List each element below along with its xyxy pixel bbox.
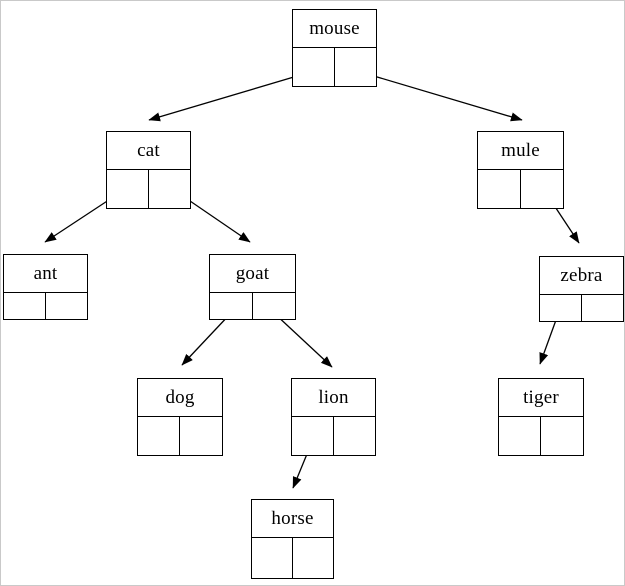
tree-node-label: zebra — [540, 257, 623, 295]
tree-node-mouse[interactable]: mouse — [292, 9, 377, 87]
tree-node-dog[interactable]: dog — [137, 378, 223, 456]
tree-node-label: horse — [252, 500, 333, 538]
edge-mouse-left-to-cat — [148, 70, 315, 122]
tree-node-label: lion — [292, 379, 375, 417]
tree-node-horse[interactable]: horse — [251, 499, 334, 579]
pointer-cell-left[interactable] — [478, 170, 521, 208]
pointer-cell-left[interactable] — [138, 417, 180, 455]
pointer-cell-right[interactable] — [521, 170, 564, 208]
tree-node-label: tiger — [499, 379, 583, 417]
pointer-cell-right[interactable] — [582, 295, 624, 321]
pointer-cell-right[interactable] — [334, 417, 376, 455]
tree-node-mule[interactable]: mule — [477, 131, 564, 209]
tree-node-pointer-row — [478, 170, 563, 208]
pointer-cell-left[interactable] — [292, 417, 334, 455]
pointer-cell-left[interactable] — [293, 48, 335, 86]
tree-node-pointer-row — [4, 293, 87, 319]
edge-mouse-right-to-mule — [356, 70, 523, 122]
tree-node-pointer-row — [292, 417, 375, 455]
pointer-cell-left[interactable] — [4, 293, 46, 319]
pointer-cell-right[interactable] — [293, 538, 334, 578]
tree-node-pointer-row — [293, 48, 376, 86]
pointer-cell-left[interactable] — [499, 417, 541, 455]
edge-goat-left-to-dog — [181, 312, 232, 366]
tree-node-pointer-row — [540, 295, 623, 321]
tree-node-label: cat — [107, 132, 190, 170]
pointer-cell-left[interactable] — [107, 170, 149, 208]
pointer-cell-right[interactable] — [46, 293, 88, 319]
tree-node-label: ant — [4, 255, 87, 293]
edge-goat-right-to-lion — [273, 312, 333, 368]
pointer-cell-right[interactable] — [541, 417, 583, 455]
tree-node-pointer-row — [210, 293, 295, 319]
tree-node-zebra[interactable]: zebra — [539, 256, 624, 322]
pointer-cell-left[interactable] — [252, 538, 293, 578]
tree-node-tiger[interactable]: tiger — [498, 378, 584, 456]
tree-node-label: goat — [210, 255, 295, 293]
pointer-cell-left[interactable] — [210, 293, 253, 319]
tree-node-pointer-row — [107, 170, 190, 208]
pointer-cell-right[interactable] — [180, 417, 222, 455]
tree-node-lion[interactable]: lion — [291, 378, 376, 456]
tree-node-pointer-row — [499, 417, 583, 455]
pointer-cell-left[interactable] — [540, 295, 582, 321]
tree-node-pointer-row — [138, 417, 222, 455]
tree-node-goat[interactable]: goat — [209, 254, 296, 320]
tree-node-label: dog — [138, 379, 222, 417]
tree-node-label: mouse — [293, 10, 376, 48]
tree-node-ant[interactable]: ant — [3, 254, 88, 320]
pointer-cell-right[interactable] — [253, 293, 296, 319]
tree-node-cat[interactable]: cat — [106, 131, 191, 209]
pointer-cell-right[interactable] — [335, 48, 377, 86]
tree-node-label: mule — [478, 132, 563, 170]
tree-node-pointer-row — [252, 538, 333, 578]
pointer-cell-right[interactable] — [149, 170, 191, 208]
